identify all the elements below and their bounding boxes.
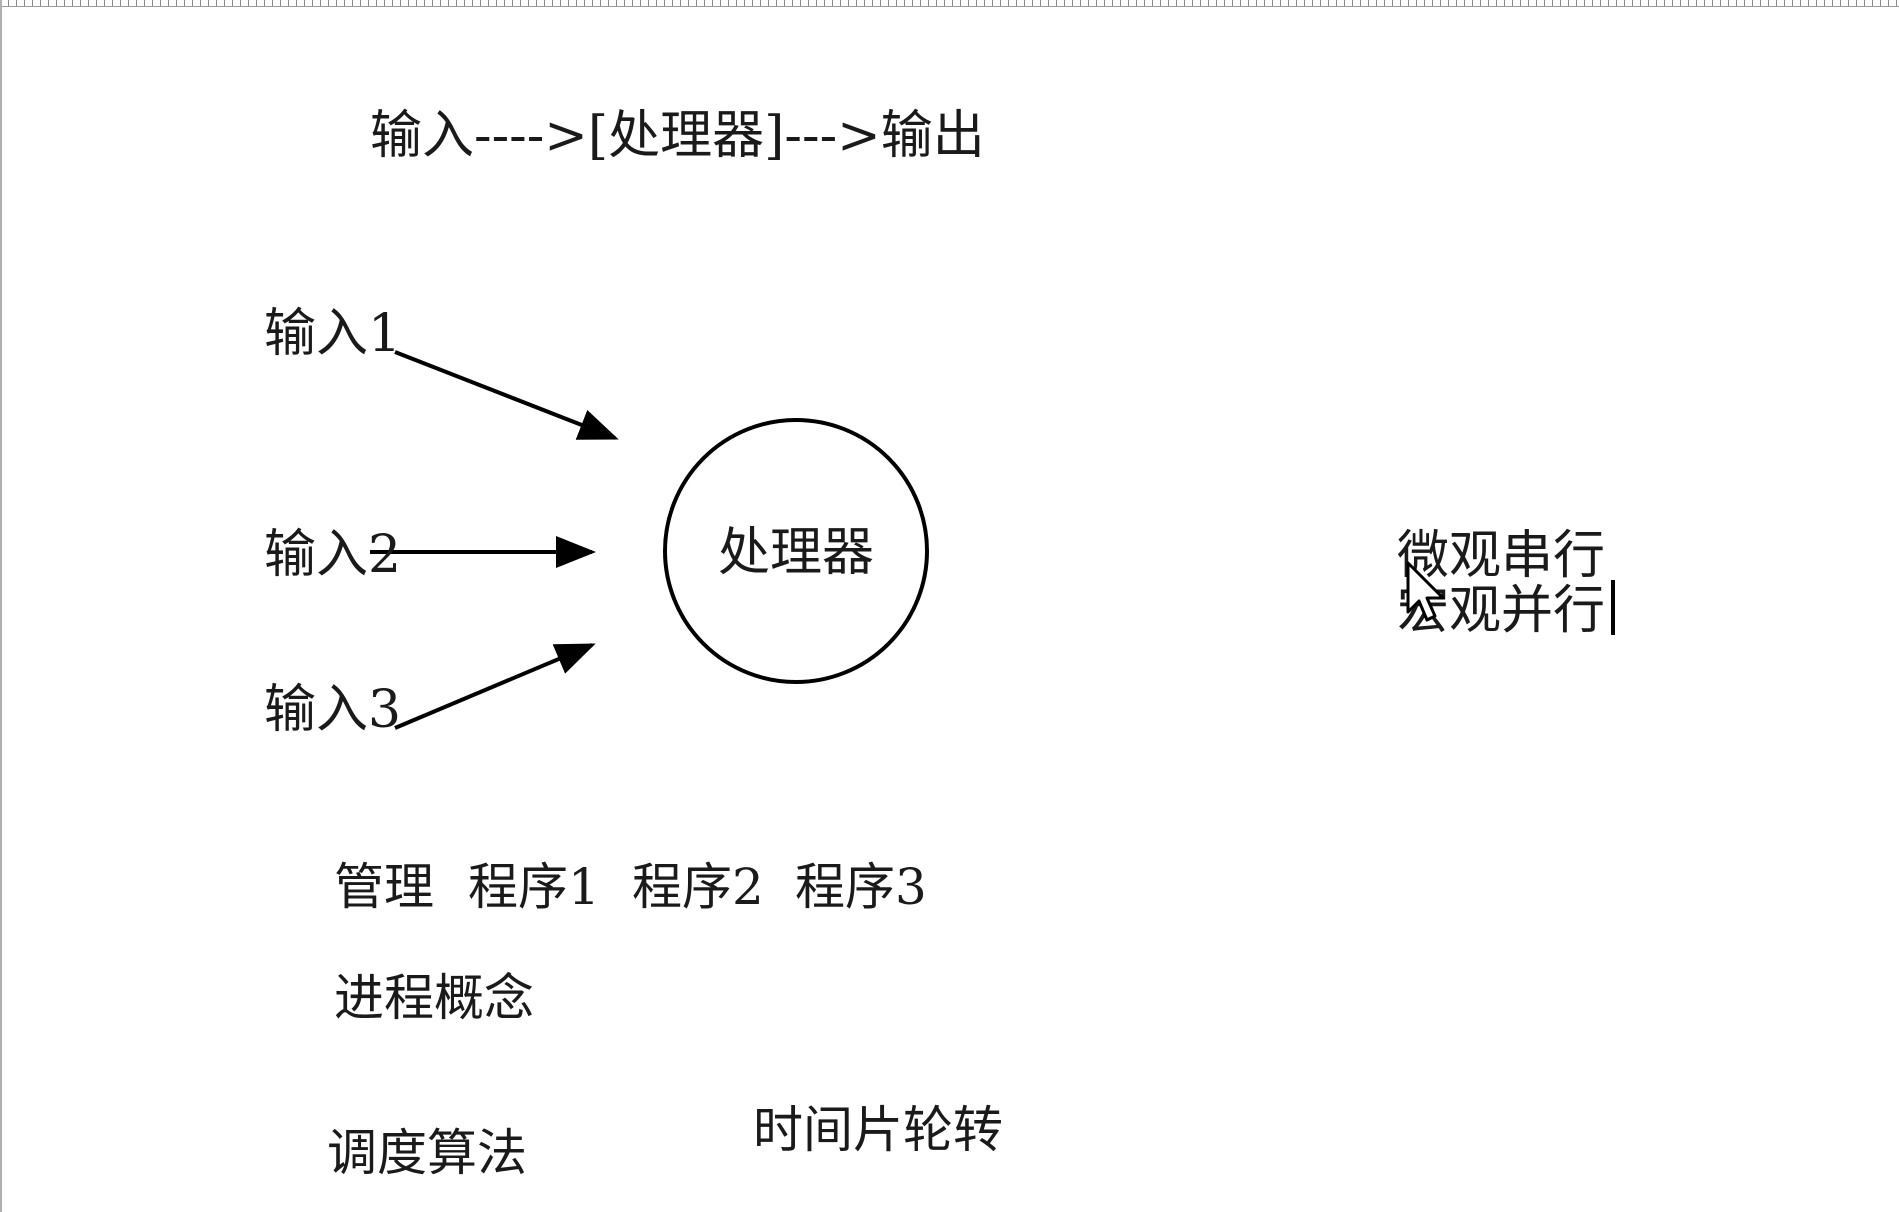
page-left-edge	[0, 0, 2, 1212]
arrow-input1	[394, 350, 619, 440]
mouse-pointer-icon	[1406, 561, 1445, 622]
text-cursor-icon	[1611, 580, 1615, 635]
micro-serial-text[interactable]: 微观串行	[1397, 526, 1606, 586]
input-1-label: 输入1	[264, 304, 402, 364]
input-2-label: 输入2	[264, 525, 402, 585]
scheduling-algorithm-text: 调度算法	[327, 1124, 527, 1182]
program-1-text: 程序1	[468, 858, 600, 916]
input-3-label: 输入3	[264, 680, 402, 740]
program-2-text: 程序2	[632, 858, 764, 916]
program-3-text: 程序3	[795, 858, 927, 916]
arrow-input3	[394, 643, 596, 730]
header-flow-text: 输入---->[处理器]--->输出	[370, 106, 985, 166]
round-robin-text: 时间片轮转	[753, 1101, 1003, 1159]
top-ruler	[0, 0, 1899, 7]
manage-text: 管理	[334, 858, 434, 916]
processor-label: 处理器	[718, 523, 875, 583]
processor-circle	[663, 418, 929, 684]
process-concept-text: 进程概念	[334, 969, 534, 1027]
